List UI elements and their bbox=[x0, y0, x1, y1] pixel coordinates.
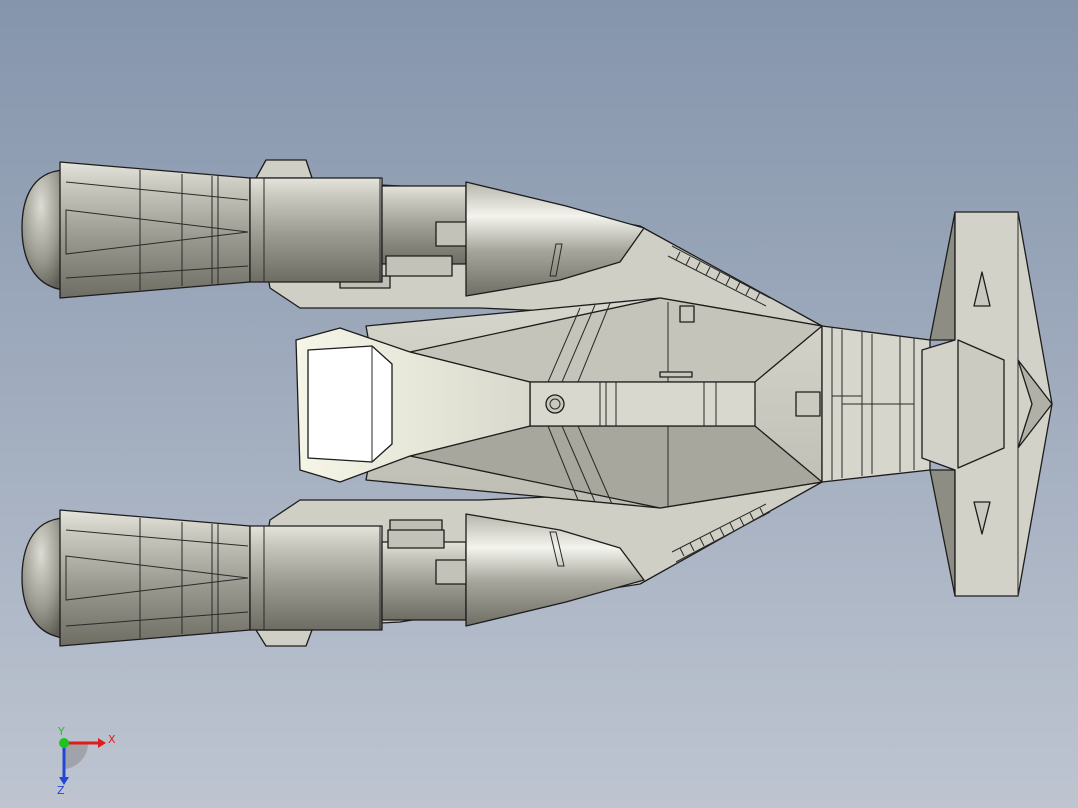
upper-engine-cone-vent bbox=[549, 243, 563, 277]
orientation-triad[interactable]: X Y Z bbox=[40, 725, 120, 795]
y-axis-dot-icon bbox=[59, 738, 69, 748]
tail-fin-shadow-lower bbox=[929, 469, 956, 597]
upper-engine-nozzle-lines bbox=[65, 170, 249, 290]
tail-fin-shadow bbox=[929, 211, 956, 341]
upper-engine-clamp-a bbox=[435, 221, 471, 247]
upper-engine-rings bbox=[263, 178, 381, 282]
upper-engine-pod bbox=[21, 159, 645, 299]
lower-wing-slats bbox=[671, 503, 771, 563]
z-axis-label: Z bbox=[57, 784, 65, 795]
lower-engine-pod bbox=[21, 509, 645, 647]
hull-small-plate bbox=[659, 371, 693, 378]
lower-engine-rings bbox=[263, 526, 381, 630]
tail-arrow-down-icon bbox=[973, 501, 991, 535]
x-axis-arrowhead-icon bbox=[98, 738, 106, 748]
lower-engine-cone bbox=[465, 513, 645, 627]
lower-engine-tab-bottom bbox=[255, 629, 313, 647]
y-axis-label: Y bbox=[57, 725, 65, 738]
hull-panel-lines bbox=[547, 302, 669, 506]
upper-engine-cylinder bbox=[249, 177, 383, 283]
z-axis-arrowhead-icon bbox=[59, 777, 69, 785]
upper-engine-cone bbox=[465, 181, 645, 297]
hull-hatch bbox=[679, 305, 695, 323]
lower-engine-cylinder bbox=[249, 525, 383, 631]
tail-fin-center-panel bbox=[957, 339, 1005, 469]
upper-engine-dome bbox=[21, 169, 65, 291]
lower-engine-cone-vent bbox=[549, 531, 565, 567]
lower-engine-nozzle bbox=[59, 509, 251, 647]
lower-engine-dome bbox=[21, 517, 65, 639]
upper-engine-tab-top bbox=[255, 159, 313, 179]
upper-wing-slats bbox=[667, 245, 771, 307]
upper-engine-nozzle bbox=[59, 161, 251, 299]
spine-port-inner bbox=[549, 398, 561, 410]
upper-engine-clamp-b bbox=[385, 255, 453, 277]
lower-engine-clamp-b bbox=[387, 529, 445, 549]
lower-engine-nozzle-lines bbox=[65, 518, 249, 638]
lower-engine-clamp-a bbox=[435, 559, 471, 585]
x-axis-label: X bbox=[108, 733, 116, 746]
spine-divisions bbox=[599, 382, 717, 426]
front-bay-window bbox=[307, 345, 393, 463]
rear-neck-lines bbox=[831, 328, 915, 480]
tail-arrow-up-icon bbox=[973, 271, 991, 307]
spine-port bbox=[545, 394, 565, 414]
rear-neck-box bbox=[795, 391, 821, 417]
lower-engine-collar bbox=[381, 541, 467, 621]
triad-shadow bbox=[64, 743, 89, 769]
